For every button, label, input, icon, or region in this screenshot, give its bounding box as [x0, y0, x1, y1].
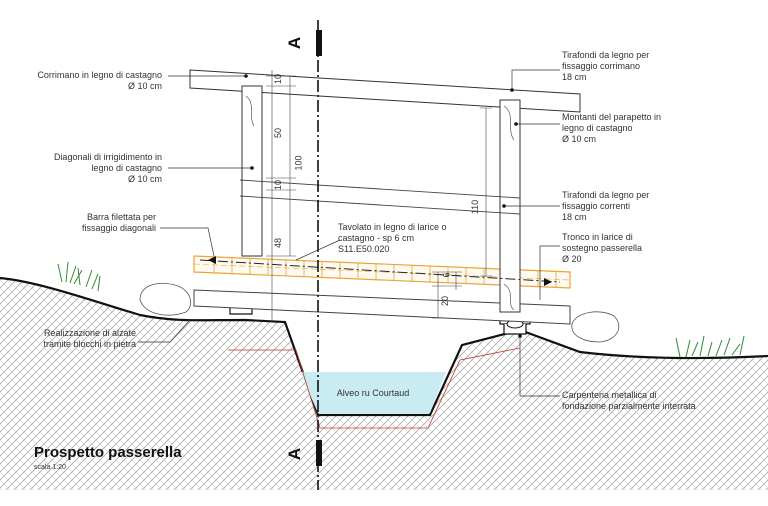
- leader-dots: [244, 74, 522, 338]
- deck-planking: [193, 255, 571, 289]
- grass-left: [57, 261, 101, 292]
- ground-profile-line: [0, 276, 768, 417]
- mid-rail-lower: [239, 195, 521, 215]
- dim-100: 100: [293, 155, 304, 171]
- handrail: [189, 69, 581, 113]
- dim-48: 48: [273, 237, 284, 249]
- post-left: [241, 85, 263, 257]
- label-riverbed: Alveo ru Courtaud: [336, 388, 410, 398]
- dim-50: 50: [273, 127, 284, 139]
- threaded-bar-arrow-right: [544, 278, 552, 286]
- threaded-bar-line: [199, 259, 561, 283]
- drawing-title: Prospetto passerella: [34, 444, 182, 461]
- ground-section: [0, 278, 768, 490]
- section-marker-top: A: [285, 36, 305, 50]
- drawing-scale: scala 1:20: [34, 464, 66, 471]
- dim-10-mid: 10: [273, 179, 284, 191]
- dim-110: 110: [470, 199, 481, 215]
- stone-right: [571, 311, 620, 343]
- dim-20: 20: [440, 295, 451, 307]
- dim-6: 6: [441, 272, 452, 278]
- leader-lines: [138, 69, 560, 397]
- threaded-bar-arrow-left: [208, 256, 216, 264]
- stone-left: [139, 283, 192, 316]
- dimension-lines: [266, 70, 492, 320]
- riverbed-water: [300, 372, 446, 413]
- dim-10-top: 10: [273, 73, 284, 85]
- section-marker-bottom-box: [316, 440, 322, 466]
- mid-rail: [239, 179, 521, 199]
- grass-right: [675, 335, 745, 358]
- excavation-line: [228, 347, 521, 429]
- section-marker-bottom: A: [285, 447, 305, 461]
- support-log: [193, 289, 571, 325]
- section-marker-top-box: [316, 30, 322, 56]
